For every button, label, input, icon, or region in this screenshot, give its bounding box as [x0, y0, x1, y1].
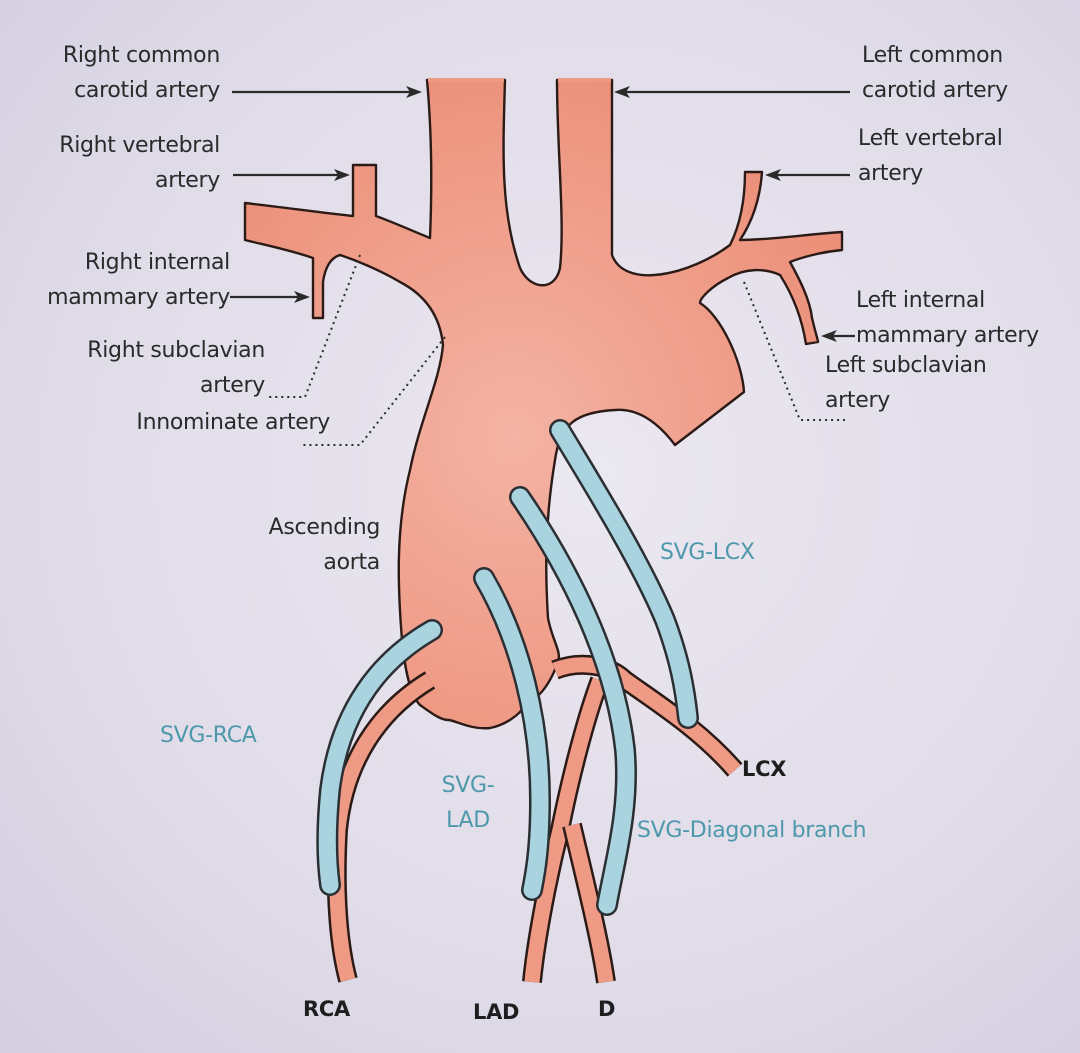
label-line: Left subclavian: [825, 353, 987, 378]
svg-rca-graft: [316, 619, 443, 896]
svg-diagonal-graft: [509, 486, 637, 916]
label-line: Left vertebral: [858, 126, 1003, 151]
label-d: D: [598, 997, 616, 1021]
label-left-subclavian: Left subclavian artery: [825, 348, 987, 418]
pointer-rvert: [233, 169, 350, 181]
label-line: Right internal: [84, 250, 230, 275]
label-svg-diagonal: SVG-Diagonal branch: [637, 818, 867, 843]
label-right-subclavian: Right subclavian artery: [40, 333, 265, 403]
label-line: artery: [858, 161, 923, 186]
label-line: Right vertebral: [59, 133, 220, 158]
pointer-lcca: [614, 86, 850, 98]
label-right-common-carotid: Right common carotid artery: [20, 38, 220, 108]
label-line: SVG-: [441, 773, 495, 798]
label-left-internal-mammary: Left internal mammary artery: [856, 283, 1039, 353]
label-svg-lad: SVG- LAD: [438, 768, 498, 838]
label-line: Right subclavian: [87, 338, 265, 363]
label-lad: LAD: [473, 1000, 520, 1024]
label-line: artery: [200, 373, 265, 398]
pointer-rcca: [232, 86, 422, 98]
label-line: mammary artery: [47, 285, 230, 310]
leader-left-subclavian: [743, 281, 845, 421]
label-line: mammary artery: [856, 323, 1039, 348]
pointer-lvert: [765, 169, 850, 181]
label-left-vertebral: Left vertebral artery: [858, 121, 1003, 191]
label-left-common-carotid: Left common carotid artery: [862, 38, 1008, 108]
label-line: Left internal: [856, 288, 985, 313]
label-line: LAD: [446, 808, 490, 833]
label-lcx: LCX: [742, 757, 787, 781]
label-line: aorta: [323, 550, 380, 575]
label-line: carotid artery: [74, 78, 220, 103]
label-line: carotid artery: [862, 78, 1008, 103]
pointer-lima: [821, 330, 855, 342]
label-right-vertebral: Right vertebral artery: [20, 128, 220, 198]
svg-lcx-graft: [549, 419, 699, 729]
label-line: Left common: [862, 43, 1003, 68]
label-svg-lcx: SVG-LCX: [660, 540, 755, 565]
label-rca: RCA: [303, 997, 350, 1021]
pointer-rima: [230, 291, 310, 303]
label-right-internal-mammary: Right internal mammary artery: [10, 245, 230, 315]
label-svg-rca: SVG-RCA: [160, 723, 257, 748]
label-line: artery: [155, 168, 220, 193]
label-line: Ascending: [268, 515, 381, 540]
aortic-arch: [243, 78, 844, 730]
label-ascending-aorta: Ascending aorta: [230, 510, 381, 580]
label-line: Right common: [62, 43, 220, 68]
label-line: artery: [825, 388, 890, 413]
svg-lad-graft: [473, 567, 552, 901]
label-innominate: Innominate artery: [136, 410, 330, 435]
